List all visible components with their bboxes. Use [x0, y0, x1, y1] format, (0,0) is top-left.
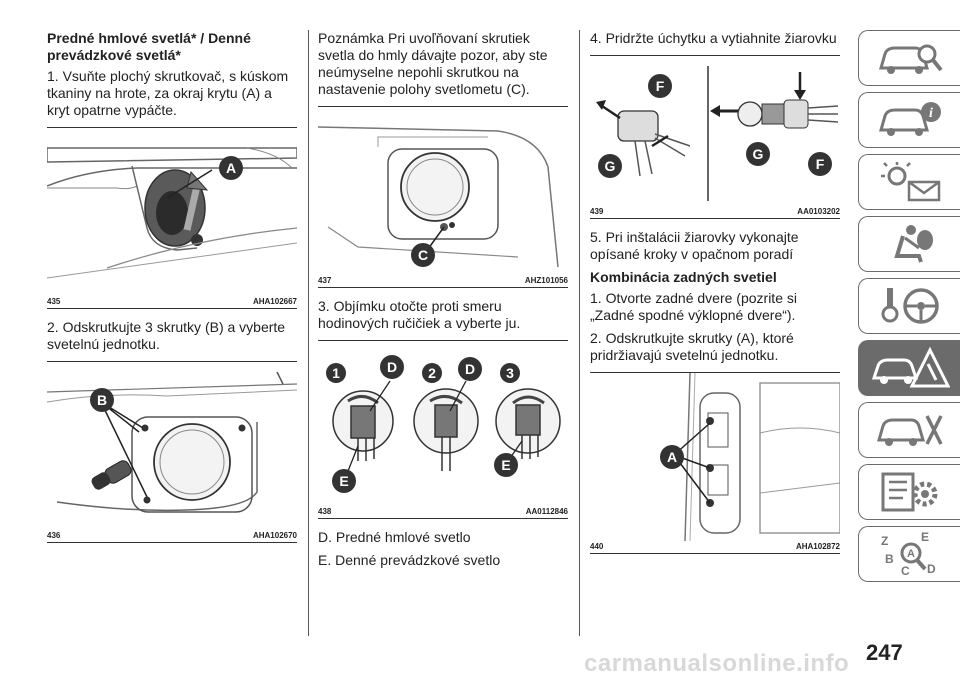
label-a: A — [226, 160, 236, 176]
bulb-removal-illustration: F G G F — [596, 66, 839, 201]
figure-code: AHA102872 — [795, 542, 840, 551]
figure-number: 435 — [47, 297, 61, 306]
fog-light-cover-illustration: A — [47, 147, 297, 279]
svg-text:Z: Z — [881, 534, 888, 548]
figure-caption: 439 AA0103202 — [590, 206, 840, 219]
label-b: B — [97, 392, 107, 408]
step-number-2: 2 — [428, 365, 436, 381]
step-1-rear: 1. Otvorte zadné dvere (pozrite si „Zadn… — [590, 290, 797, 323]
figure-number: 436 — [47, 531, 61, 540]
label-d: D — [387, 359, 397, 375]
legend-d: D. Predné hmlové svetlo — [318, 529, 471, 545]
column-2: Poznámka Pri uvoľňovaní skrutiek svetla … — [318, 30, 568, 575]
figure-caption: 436 AHA102670 — [47, 530, 297, 543]
settings-list-icon — [881, 472, 937, 512]
svg-text:C: C — [901, 564, 910, 578]
figure-caption: 437 AHZ101056 — [318, 275, 568, 288]
car-service-icon — [876, 415, 943, 446]
label-c: C — [418, 247, 428, 263]
step-2: 2. Odskrutkujte 3 skrutky (B) a vyberte … — [47, 319, 286, 352]
figure-code: AA0103202 — [797, 207, 840, 216]
step-3: 3. Objímku otočte proti smeru hodinových… — [318, 298, 521, 331]
index-search-icon: Z E BC D A — [881, 530, 936, 578]
svg-text:E: E — [921, 530, 929, 544]
tab-lights-message[interactable] — [858, 154, 960, 210]
figure-438: 1 D 2 D 3 E E 438 AA0112846 — [318, 340, 568, 519]
watermark: carmanualsonline.info — [584, 650, 850, 677]
car-info-icon: i — [878, 102, 941, 136]
label-e: E — [339, 473, 348, 489]
column-divider — [579, 30, 580, 636]
label-f: F — [656, 78, 665, 94]
figure-caption: 435 AHA102667 — [47, 296, 297, 309]
step-number-1: 1 — [332, 365, 340, 381]
figure-number: 440 — [590, 542, 604, 551]
figure-435: A 435 AHA102667 — [47, 127, 297, 309]
figure-code: AHA102667 — [252, 297, 297, 306]
svg-text:A: A — [907, 548, 915, 560]
tab-car-search[interactable] — [858, 30, 960, 86]
figure-caption: 440 AHA102872 — [590, 541, 840, 554]
tab-key-steering[interactable] — [858, 278, 960, 334]
svg-text:D: D — [927, 562, 936, 576]
section-heading: Predné hmlové svetlá* / Denné prevádzkov… — [47, 30, 251, 63]
car-warning-icon — [871, 346, 950, 388]
label-g: G — [753, 146, 764, 162]
figure-number: 439 — [590, 207, 604, 216]
tab-airbag-seat[interactable] — [858, 216, 960, 272]
figure-code: AA0112846 — [525, 507, 568, 516]
step-4: 4. Pridržte úchytku a vytiahnite žiarovk… — [590, 30, 837, 46]
tab-car-warning[interactable] — [858, 340, 960, 396]
airbag-seat-icon — [893, 225, 933, 263]
label-g: G — [605, 158, 616, 174]
figure-code: AHZ101056 — [524, 276, 568, 285]
figure-437: C 437 AHZ101056 — [318, 106, 568, 288]
column-3: 4. Pridržte úchytku a vytiahnite žiarovk… — [590, 30, 840, 564]
step-2-rear: 2. Odskrutkujte skrutky (A), ktoré pridr… — [590, 330, 794, 363]
rear-light-screws-illustration: A — [660, 373, 840, 541]
figure-439: F G G F 439 AA0103202 — [590, 55, 840, 219]
tab-car-service[interactable] — [858, 402, 960, 458]
legend-e: E. Denné prevádzkové svetlo — [318, 552, 501, 568]
svg-text:B: B — [885, 552, 894, 566]
page-number: 247 — [866, 640, 903, 665]
bulb-socket-rotation-illustration: 1 D 2 D 3 E E — [326, 355, 561, 493]
fog-light-screws-illustration: B — [47, 371, 297, 513]
label-d: D — [465, 361, 475, 377]
figure-number: 438 — [318, 507, 332, 516]
label-a: A — [667, 449, 677, 465]
tab-car-info[interactable]: i — [858, 92, 960, 148]
section-heading: Kombinácia zadných svetiel — [590, 269, 777, 285]
column-divider — [308, 30, 309, 636]
label-f: F — [816, 156, 825, 172]
figure-440: A 440 AHA102872 — [590, 372, 840, 554]
figure-number: 437 — [318, 276, 332, 285]
tab-settings-list[interactable] — [858, 464, 960, 520]
lights-message-icon — [880, 162, 940, 202]
step-number-3: 3 — [506, 365, 514, 381]
note: Poznámka Pri uvoľňovaní skrutiek svetla … — [318, 30, 548, 97]
car-search-icon — [878, 44, 943, 74]
aiming-screw-illustration: C — [318, 126, 559, 268]
step-5: 5. Pri inštalácii žiarovky vykonajte opí… — [590, 229, 799, 262]
key-steering-icon — [881, 288, 939, 324]
column-1: Predné hmlové svetlá* / Denné prevádzkov… — [47, 30, 297, 553]
label-e: E — [501, 457, 510, 473]
step-1: 1. Vsuňte plochý skrutkovač, s kúskom tk… — [47, 68, 289, 118]
svg-text:i: i — [929, 106, 933, 121]
figure-caption: 438 AA0112846 — [318, 506, 568, 519]
figure-code: AHA102670 — [252, 531, 297, 540]
figure-436: B 436 AHA102670 — [47, 361, 297, 543]
